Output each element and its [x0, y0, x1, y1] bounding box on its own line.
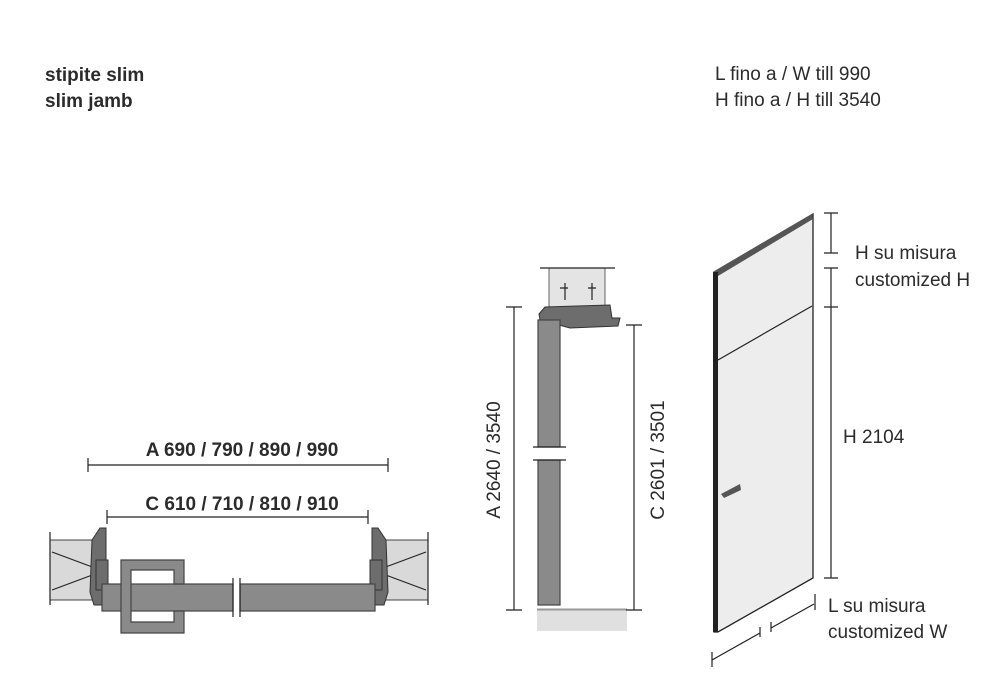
handle-section	[120, 559, 185, 634]
h-custom-it: H su misura	[855, 243, 957, 264]
section-dim-c-line	[626, 324, 642, 611]
floor	[537, 609, 627, 631]
height-limit: H fino a / H till 3540	[715, 90, 881, 111]
plan-dim-a-line	[87, 458, 389, 472]
door-perspective: H su misura customized H H 2104 L su mis…	[711, 212, 970, 667]
section-dim-a-line	[506, 306, 522, 611]
door-frame-edge	[713, 272, 718, 632]
section-dim-a-label: A 2640 / 3540	[484, 401, 505, 518]
plan-view: A 690 / 790 / 890 / 990 C 610 / 710 / 81…	[49, 440, 429, 634]
section-view: A 2640 / 3540 C 2601 / 3501	[484, 267, 669, 631]
door-panel-right	[239, 583, 376, 612]
right-jamb	[369, 527, 429, 606]
title-italian: stipite slim	[45, 65, 144, 86]
door-handle	[721, 484, 741, 498]
width-limit: L fino a / W till 990	[715, 64, 871, 85]
header-wall	[548, 267, 606, 309]
plan-dim-a-label: A 690 / 790 / 890 / 990	[146, 440, 339, 461]
panel-break	[232, 578, 241, 617]
section-panel-bottom	[537, 459, 561, 606]
plan-dim-c-label: C 610 / 710 / 810 / 910	[145, 494, 338, 515]
left-jamb	[49, 527, 109, 606]
section-dim-c-label: C 2601 / 3501	[648, 400, 669, 519]
h-custom-en: customized H	[855, 270, 970, 291]
plan-dim-c-line	[106, 510, 369, 524]
transom-line	[717, 305, 813, 361]
w-custom-en: customized W	[828, 622, 947, 643]
door-leaf	[713, 212, 814, 633]
height-dim-line	[824, 212, 838, 579]
width-dim-line	[711, 594, 816, 667]
w-custom-it: L su misura	[828, 596, 926, 617]
h-standard: H 2104	[843, 427, 905, 448]
title-english: slim jamb	[45, 91, 133, 112]
section-panel-top	[537, 319, 561, 448]
